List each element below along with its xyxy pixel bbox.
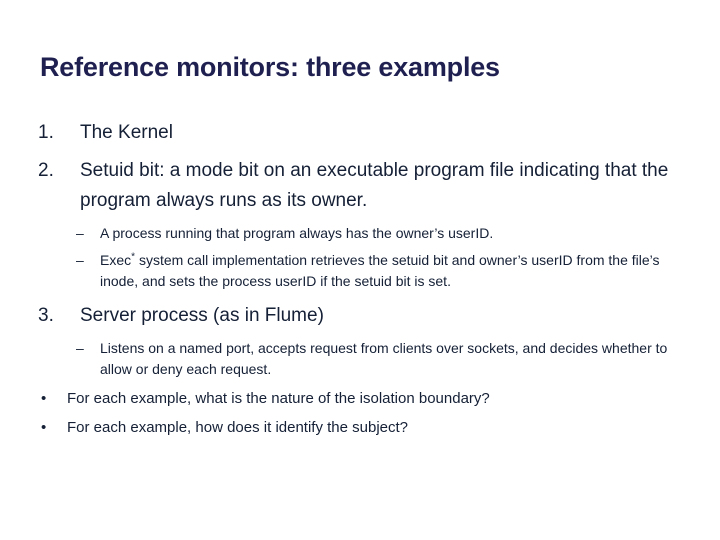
outline-item-3: 3. Server process (as in Flume): [0, 301, 720, 331]
spacer: [0, 216, 720, 223]
outline-item-2-sub-1-text: A process running that program always ha…: [100, 225, 494, 241]
exec-label: Exec: [100, 251, 132, 268]
outline-item-2-sub-1: – A process running that program always …: [0, 223, 720, 245]
question-bullet-2-text: For each example, how does it identify t…: [67, 418, 409, 436]
outline-item-1: 1. The Kernel: [0, 118, 720, 148]
outline-item-2-sub-2-text: Exec* system call implementation retriev…: [100, 250, 720, 293]
dash-bullet-icon: –: [76, 251, 84, 268]
spacer: [0, 331, 720, 338]
round-bullet-icon: •: [41, 418, 47, 436]
outline-item-3-sub-1-text: Listens on a named port, accepts request…: [100, 339, 668, 378]
question-bullet-2: • For each example, how does it identify…: [0, 417, 720, 439]
question-bullet-1: • For each example, what is the nature o…: [0, 388, 720, 410]
list-marker-1: 1.: [38, 122, 54, 143]
exec-description: system call implementation retrieves the…: [100, 251, 660, 290]
spacer: [0, 293, 720, 301]
outline-item-2: 2. Setuid bit: a mode bit on an executab…: [0, 156, 720, 216]
spacer: [0, 148, 720, 156]
spacer: [0, 410, 720, 417]
list-marker-3: 3.: [38, 304, 54, 326]
slide-body: 1. The Kernel 2. Setuid bit: a mode bit …: [0, 118, 720, 439]
outline-item-1-text: The Kernel: [80, 122, 173, 143]
page-title: Reference monitors: three examples: [40, 52, 500, 82]
question-bullet-1-text: For each example, what is the nature of …: [67, 389, 490, 407]
outline-item-3-sub-1: – Listens on a named port, accepts reque…: [0, 338, 720, 381]
outline-item-2-sub-2: – Exec* system call implementation retri…: [0, 250, 720, 293]
list-marker-2: 2.: [38, 160, 54, 181]
outline-item-3-text: Server process (as in Flume): [80, 304, 324, 326]
asterisk-icon: *: [131, 250, 136, 262]
outline-item-2-text: Setuid bit: a mode bit on an executable …: [80, 160, 669, 211]
spacer: [0, 381, 720, 388]
dash-bullet-icon: –: [76, 339, 84, 356]
dash-bullet-icon: –: [76, 225, 84, 241]
round-bullet-icon: •: [41, 389, 47, 407]
